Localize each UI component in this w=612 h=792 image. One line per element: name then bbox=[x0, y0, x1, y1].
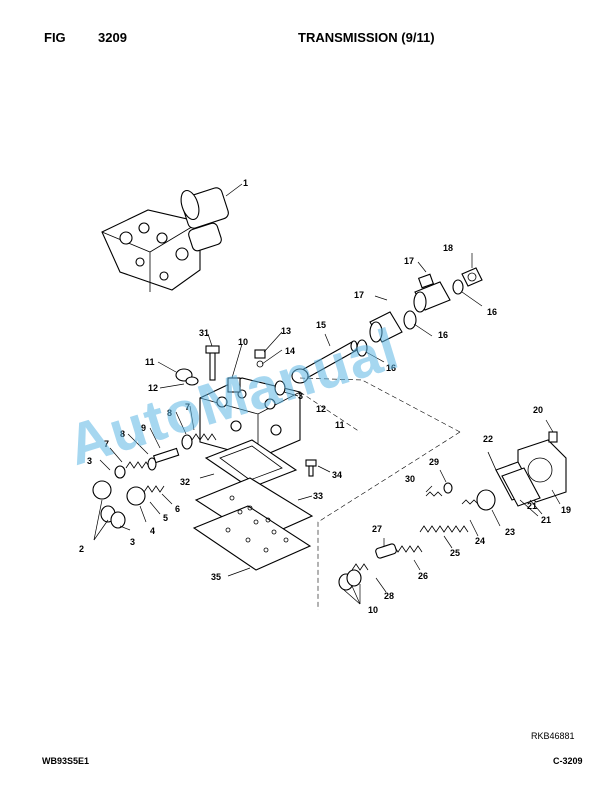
callout-label: 23 bbox=[505, 527, 515, 537]
callout-label: 19 bbox=[561, 505, 571, 515]
callout-label: 9 bbox=[141, 423, 146, 433]
callout-label: 3 bbox=[298, 391, 303, 401]
callout-label: 28 bbox=[384, 591, 394, 601]
callout-label: 7 bbox=[185, 402, 190, 412]
callout-label: 12 bbox=[148, 383, 158, 393]
callout-label: 17 bbox=[354, 290, 364, 300]
callout-label: 12 bbox=[316, 404, 326, 414]
callout-label: 30 bbox=[405, 474, 415, 484]
footer-model-code: WB93S5E1 bbox=[42, 756, 90, 766]
figure-number: 3209 bbox=[98, 30, 127, 45]
solenoid-parts bbox=[301, 253, 483, 379]
valve-assembly bbox=[101, 183, 243, 292]
callout-label: 6 bbox=[175, 504, 180, 514]
callout-label: 7 bbox=[104, 439, 109, 449]
callout-label: 16 bbox=[487, 307, 497, 317]
callout-label: 31 bbox=[199, 328, 209, 338]
callout-label: 8 bbox=[120, 429, 125, 439]
callout-label: 32 bbox=[180, 477, 190, 487]
callout-label: 13 bbox=[281, 326, 291, 336]
callout-label: 10 bbox=[238, 337, 248, 347]
plates-and-gaskets bbox=[192, 439, 331, 577]
callout-label: 34 bbox=[332, 470, 342, 480]
callout-label: 15 bbox=[316, 320, 326, 330]
callout-label: 18 bbox=[443, 243, 453, 253]
callout-label: 22 bbox=[483, 434, 493, 444]
callout-label: 27 bbox=[372, 524, 382, 534]
callout-labels: 1 2 3 3 3 4 5 6 7 7 8 8 9 10 10 11 11 12… bbox=[79, 178, 571, 615]
footer-page-code: C-3209 bbox=[553, 756, 583, 766]
phantom-lines bbox=[299, 377, 461, 610]
callout-label: 8 bbox=[167, 408, 172, 418]
callout-label: 5 bbox=[163, 513, 168, 523]
callout-label: 10 bbox=[368, 605, 378, 615]
callout-label: 11 bbox=[145, 357, 155, 367]
callout-label: 35 bbox=[211, 572, 221, 582]
callout-label: 17 bbox=[404, 256, 414, 266]
callout-label: 11 bbox=[335, 420, 345, 430]
callout-label: 20 bbox=[533, 405, 543, 415]
spools-and-springs bbox=[92, 405, 217, 541]
callout-label: 3 bbox=[87, 456, 92, 466]
callout-label: 16 bbox=[386, 363, 396, 373]
callout-label: 3 bbox=[130, 537, 135, 547]
callout-label: 24 bbox=[475, 536, 485, 546]
callout-label: 4 bbox=[150, 526, 155, 536]
callout-label: 1 bbox=[243, 178, 248, 188]
callout-label: 2 bbox=[79, 544, 84, 554]
reference-code: RKB46881 bbox=[531, 731, 575, 741]
callout-label: 29 bbox=[429, 457, 439, 467]
callout-label: 25 bbox=[450, 548, 460, 558]
callout-label: 21 bbox=[541, 515, 551, 525]
cover-and-accumulator-parts bbox=[338, 419, 567, 605]
callout-label: 16 bbox=[438, 330, 448, 340]
callout-label: 14 bbox=[285, 346, 295, 356]
valve-body bbox=[157, 331, 309, 459]
callout-label: 21 bbox=[527, 501, 537, 511]
callout-label: 26 bbox=[418, 571, 428, 581]
page-title: TRANSMISSION (9/11) bbox=[298, 30, 435, 45]
figure-label: FIG bbox=[44, 30, 66, 45]
callout-label: 33 bbox=[313, 491, 323, 501]
